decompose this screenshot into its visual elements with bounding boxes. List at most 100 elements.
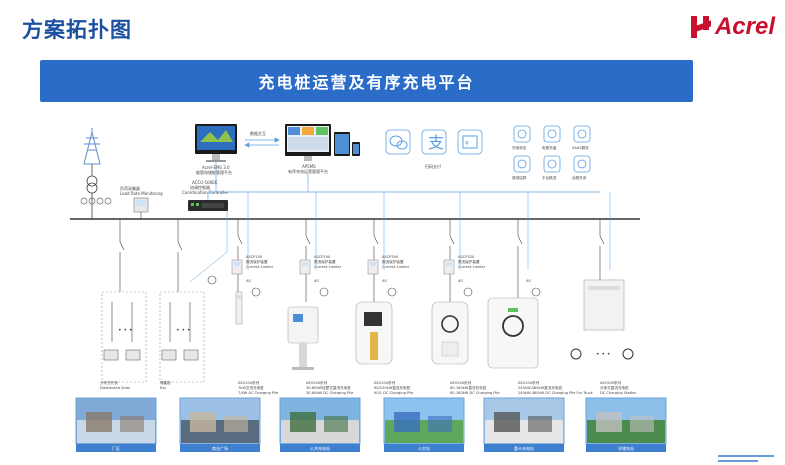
svg-text:7/4W AC Charging Pile: 7/4W AC Charging Pile: [238, 391, 279, 395]
feeder-line: 4G: [237, 192, 261, 302]
corner-decoration: [718, 455, 774, 463]
data-exchange-arrows: [244, 137, 280, 148]
coordination-model: ACCU-100EK: [192, 180, 218, 185]
app-icon-label: 费用结算: [512, 175, 527, 180]
ap5ms-label-2: 有序充电运营管理平台: [288, 168, 328, 174]
svg-text:AEV200系列: AEV200系列: [450, 380, 472, 385]
svg-text:Ess: Ess: [160, 386, 166, 390]
svg-text:AEV200系列: AEV200系列: [518, 380, 540, 385]
breaker-row-icon: [80, 197, 112, 205]
charge-status-icon: [513, 125, 531, 143]
svg-text:30-60kW DC Charging Pile: 30-60kW DC Charging Pile: [306, 391, 354, 395]
saas-icon: [573, 125, 591, 143]
platform-banner-title: 充电桩运营及有序充电平台: [258, 73, 475, 92]
acrel-logo: Acrel: [690, 13, 775, 40]
svg-text:Current Limiter: Current Limiter: [458, 265, 486, 269]
transformer-icon: [86, 164, 98, 219]
push-icon: [543, 155, 561, 173]
ac-charger-7kw: [235, 291, 243, 325]
app-icon-label: SAAS服务: [572, 145, 589, 150]
cert-icon: [387, 287, 397, 297]
cert-icon: [531, 287, 541, 297]
ess-dots: • • •: [176, 327, 190, 334]
svg-text:限流保护装置: 限流保护装置: [246, 259, 268, 264]
signal-label: 4G: [382, 279, 387, 283]
coordination-label-cn: 协调控制器: [190, 184, 210, 190]
scene-photo: 重卡充电站: [483, 397, 565, 452]
load-monitor-device: [133, 197, 149, 219]
feeder-line: 4G: [373, 192, 397, 302]
ess-branch: [159, 219, 205, 383]
feeder-line: 4G: [517, 192, 541, 302]
svg-text:AEV200系列: AEV200系列: [600, 380, 622, 385]
feeder-line: 4G: [449, 192, 473, 302]
svg-text:DC Charging Station: DC Charging Station: [600, 391, 637, 395]
cert-icon: [463, 287, 473, 297]
svg-text:限流保护装置: 限流保护装置: [382, 259, 404, 264]
svg-text:储能柜: 储能柜: [160, 380, 171, 385]
svg-text:AEV200系列: AEV200系列: [238, 380, 260, 385]
feeders: 4G4G4G4G4G4GASCP100限流保护装置Current Limiter…: [231, 192, 623, 302]
svg-text:支: 支: [428, 133, 444, 152]
remote-off-icon: [573, 155, 591, 173]
svg-text:240kW-480kW直流充电桩: 240kW-480kW直流充电桩: [518, 385, 563, 390]
svg-text:ASCP320: ASCP320: [458, 255, 475, 259]
scene-photo-caption: 光储充站: [618, 445, 634, 451]
solar-dots: • • •: [118, 327, 132, 334]
ems-label-2: 能管电储能管理平台: [196, 169, 232, 175]
payment-label: 扫码支付: [425, 163, 441, 169]
signal-label: 4G: [246, 279, 251, 283]
svg-text:AEV200系列: AEV200系列: [374, 380, 396, 385]
load-monitor-label-cn: 负荷采集器: [120, 185, 140, 191]
svg-text:90/120kW直流充电桩: 90/120kW直流充电桩: [374, 385, 411, 390]
scene-photo-caption: 公交站: [418, 445, 430, 451]
ess-comm: [189, 211, 228, 283]
signal-label: 4G: [314, 279, 319, 283]
ems-monitor: [195, 124, 237, 162]
scene-photo: 光储充站: [585, 397, 667, 452]
app-icon-label: 远程关闭: [572, 175, 587, 180]
recharge-icon: [543, 125, 561, 143]
unionpay-icon: ¥: [457, 129, 483, 155]
scene-photo-caption: 公共充电站: [310, 445, 330, 451]
svg-text:Current Limiter: Current Limiter: [314, 265, 342, 269]
scene-photo: 商业广场: [179, 397, 261, 452]
svg-text:240kW-480kW DC Charging Pile F: 240kW-480kW DC Charging Pile For Truck: [518, 391, 594, 395]
topology-diagram: 负荷采集器 Load Rate Monitoring ACCU-100EK 协调…: [40, 102, 693, 465]
svg-text:ASCP200: ASCP200: [314, 255, 331, 259]
topology-svg: 负荷采集器 Load Rate Monitoring ACCU-100EK 协调…: [70, 124, 667, 452]
dc-charger-wall-60kw: [287, 306, 319, 370]
acrel-logo-text: Acrel: [714, 13, 775, 40]
wechat-pay-icon: [385, 129, 411, 155]
svg-text:分布式光伏: 分布式光伏: [100, 380, 118, 385]
svg-text:30-60kW挂壁式直流充电桩: 30-60kW挂壁式直流充电桩: [306, 385, 351, 390]
app-icon-label: 电费充值: [542, 145, 557, 150]
svg-text:分体式直流充电桩: 分体式直流充电桩: [600, 385, 629, 390]
dc-charger-160kw: [431, 301, 469, 365]
scene-photo-caption: 商业广场: [212, 445, 228, 451]
svg-text:ASCP100: ASCP100: [246, 255, 263, 259]
svg-text:7kW交流充电桩: 7kW交流充电桩: [238, 385, 264, 390]
svg-text:¥: ¥: [465, 140, 469, 147]
load-monitor-label-en: Load Rate Monitoring: [120, 191, 163, 196]
solar-branch: [101, 219, 147, 383]
svg-text:Current Limiter: Current Limiter: [246, 265, 274, 269]
signal-label: 4G: [526, 279, 531, 283]
cert-icon: [251, 287, 261, 297]
cert-icon: [319, 287, 329, 297]
svg-text:限流保护装置: 限流保护装置: [458, 259, 480, 264]
signal-label: 4G: [458, 279, 463, 283]
dc-charger-120kw: [355, 301, 393, 365]
scene-photo-caption: 厂区: [112, 446, 120, 451]
svg-text:Current Limiter: Current Limiter: [382, 265, 410, 269]
coordination-label-en: Coordination Controller: [182, 190, 229, 195]
